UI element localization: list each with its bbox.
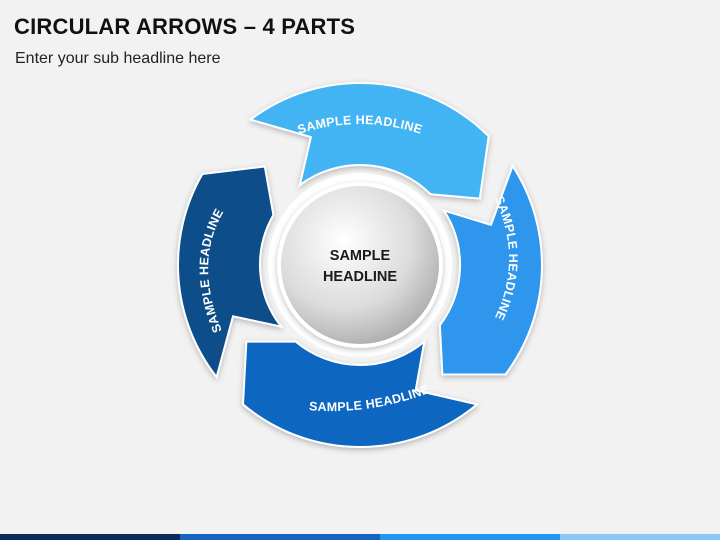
segment-bottom (241, 339, 480, 448)
center-circle (277, 182, 443, 348)
center-label-line1: SAMPLE (330, 248, 391, 264)
footer-bar (0, 534, 720, 540)
segment-top (248, 81, 490, 200)
page-subtitle: Enter your sub headline here (15, 50, 221, 67)
segment-right (438, 163, 543, 376)
page-title: CIRCULAR ARROWS – 4 PARTS (14, 14, 356, 39)
footer-bar-segment (180, 534, 380, 540)
footer-bar-segment (560, 534, 720, 540)
footer-bar-segment (0, 534, 180, 540)
footer-bar-segment (380, 534, 560, 540)
center-label-line2: HEADLINE (323, 269, 397, 285)
segment-left (177, 165, 284, 380)
